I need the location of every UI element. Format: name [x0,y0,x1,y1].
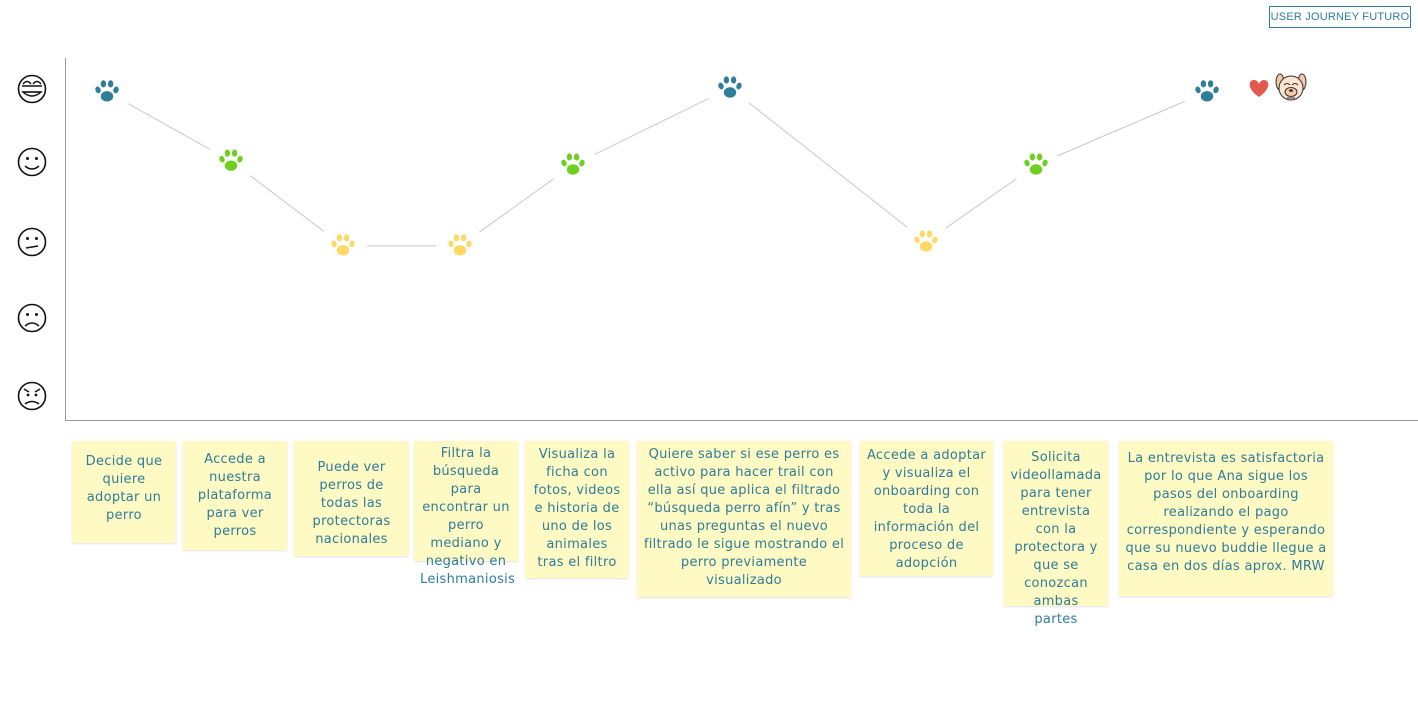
journey-note: Visualiza la ficha con fotos, videos e h… [525,441,629,578]
paw-icon [219,149,243,171]
heart-icon [1249,80,1269,97]
journey-note: Filtra la búsqueda para encontrar un per… [414,441,518,587]
journey-segment [748,102,908,228]
journey-note: La entrevista es satisfactoria por lo qu… [1119,441,1333,596]
paw-icon [95,80,119,102]
paw-icon [331,234,355,256]
journey-note: Accede a nuestra plataforma para ver per… [183,441,287,550]
paw-icon [561,153,585,175]
user-journey-chart [17,58,1418,421]
journey-segment [479,178,554,233]
journey-segment [127,103,211,150]
journey-segment [594,98,709,155]
face-neutral-icon [17,227,47,257]
paw-icon [448,234,472,256]
journey-note: Quiere saber si ese perro es activo para… [637,441,851,597]
paw-icon [914,230,938,252]
journey-note: Puede ver perros de todas las protectora… [294,441,409,556]
journey-segment [1057,100,1186,157]
dog-face-icon [1275,73,1307,101]
face-sad-icon [17,303,47,333]
journey-segment [945,178,1017,229]
journey-note: Accede a adoptar y visualiza el onboardi… [860,441,993,576]
paw-icon [1024,153,1048,175]
face-angry-icon [17,381,47,411]
journey-segment [249,175,325,232]
journey-note: Solicita videollamada para tener entrevi… [1004,441,1108,627]
journey-title-badge: USER JOURNEY FUTURO [1269,6,1411,28]
face-happy-icon [17,147,47,177]
journey-note: Decide que quiere adoptar un perro [72,441,176,543]
paw-icon [1195,80,1219,102]
face-very-happy-icon [17,74,47,104]
paw-icon [718,76,742,98]
